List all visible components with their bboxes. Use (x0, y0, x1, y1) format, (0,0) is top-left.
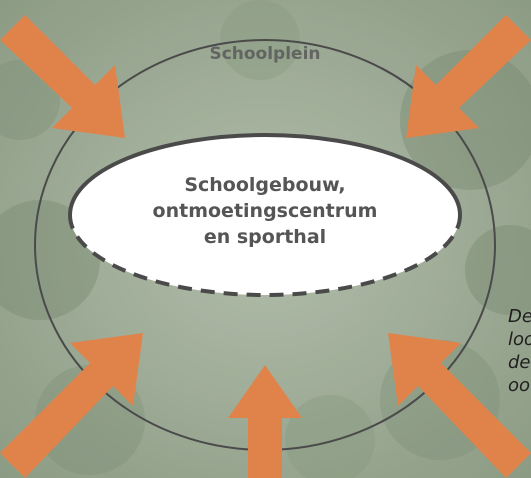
building-label-line-2: ontmoetingscentrum (152, 200, 378, 222)
side-note-text: De loo de oo (508, 305, 531, 397)
arrow-top-right (406, 15, 531, 138)
building-label-line-1: Schoolgebouw, (184, 174, 346, 196)
arrow-bottom-left (0, 333, 143, 478)
building-boundary-solid (68, 133, 462, 216)
school-building-ellipse (70, 135, 460, 295)
side-note-line-2: loo (508, 329, 531, 350)
arrow-bottom-right (388, 333, 531, 478)
building-label: Schoolgebouw, ontmoetingscentrum en spor… (120, 172, 410, 250)
side-note-line-1: De (508, 306, 531, 327)
schoolplein-label: Schoolplein (209, 44, 321, 64)
arrow-bottom-center (228, 365, 302, 478)
arrow-top-left (0, 15, 125, 138)
side-note-line-3: de (508, 352, 531, 373)
building-label-line-3: en sporthal (203, 226, 327, 248)
side-note-line-4: oo (508, 375, 531, 396)
